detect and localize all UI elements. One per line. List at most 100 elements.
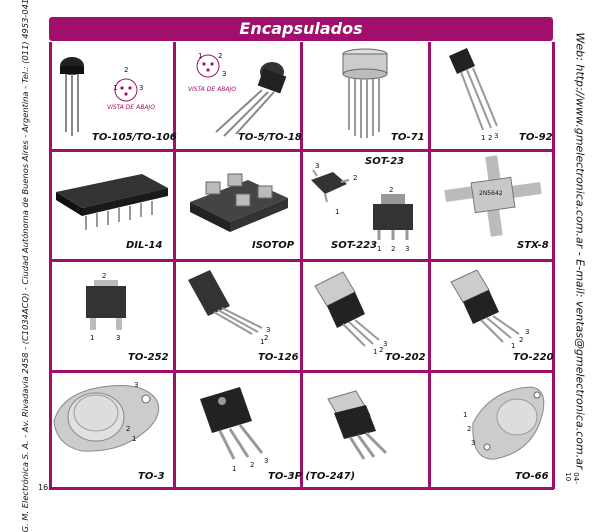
to71-illustration: [342, 48, 388, 138]
package-to5: 1 2 3 VISTA DE ABAJO TO-5/TO-18: [176, 44, 302, 149]
pin-label: 3: [383, 340, 388, 348]
pin-label: 3: [315, 162, 320, 170]
package-label: SOT-23: [365, 156, 405, 167]
to126-illustration: [188, 270, 263, 335]
package-label: TO-92: [519, 132, 553, 143]
pin-label: 3: [405, 245, 410, 253]
grid-line: [49, 370, 554, 373]
to105-illustration: [60, 57, 138, 136]
package-to3: 3 2 1 TO-3: [52, 373, 173, 487]
pin-label: 3: [266, 326, 271, 334]
to92-illustration: [449, 48, 498, 131]
pin-label: 1: [90, 334, 95, 342]
to252-illustration: [86, 280, 126, 330]
pin-label: 1: [198, 52, 203, 60]
pin-label: 1: [113, 84, 118, 92]
package-isotop: ISOTOP: [176, 152, 300, 259]
package-to71: TO-71: [303, 44, 428, 149]
package-to92: 1 2 3 TO-92: [431, 44, 553, 149]
package-dil14: DIL-14: [52, 152, 173, 259]
package-label: TO-105/TO-106: [92, 132, 177, 143]
package-label: TO-71: [391, 132, 425, 143]
pin-label: 1: [373, 348, 378, 356]
pin-label: 2: [389, 186, 394, 194]
grid-line: [49, 487, 554, 490]
to3p-illustration: [200, 387, 388, 460]
to66-illustration: [472, 386, 545, 460]
pin-label: 1: [511, 342, 516, 350]
pin-label: 3: [134, 381, 139, 389]
pin-label: 2: [264, 334, 269, 342]
pin-label: 1: [463, 411, 468, 419]
page-title: Encapsulados: [239, 19, 363, 38]
pin-label: 2: [379, 346, 384, 354]
package-to220: 1 2 3 TO-220: [431, 262, 554, 370]
package-sot23-sot223: SOT-23 3 2 1 2 1 2 3 SOT-223: [303, 152, 428, 259]
package-label: STX-8: [517, 240, 549, 251]
package-label: TO-220: [513, 352, 554, 363]
to3-illustration: [53, 385, 160, 452]
pin-label: 2: [124, 66, 129, 74]
stx8-illustration: [444, 155, 542, 237]
package-to3p: 1 2 3 TO-3P (TO-247): [176, 373, 428, 487]
pin-label: 2: [467, 425, 472, 433]
package-to202: 1 2 3 TO-202: [303, 262, 428, 370]
part-marking: 2N5642: [479, 190, 503, 197]
pin-label: 2: [218, 52, 223, 60]
page-number: 16: [38, 483, 49, 492]
pin-label: 2: [488, 134, 493, 142]
package-label: ISOTOP: [252, 240, 295, 251]
pin-label: 3: [471, 439, 476, 447]
company-contact: Web: http://www.gmelectronica.com.ar - E…: [573, 32, 587, 470]
package-to252: 2 1 3 TO-252: [52, 262, 173, 370]
pin-label: 2: [353, 174, 358, 182]
pin-label: 2: [250, 461, 255, 469]
pin-label: 3: [264, 457, 269, 465]
grid-line: [173, 42, 176, 489]
package-label: TO-66: [515, 471, 549, 482]
pin-label: 3: [222, 70, 227, 78]
package-label: TO-126: [258, 352, 299, 363]
bottom-view-note: VISTA DE ABAJO: [188, 86, 236, 93]
grid-line: [49, 42, 52, 489]
pin-label: 1: [481, 134, 486, 142]
grid-line: [49, 149, 554, 152]
pin-label: 2: [102, 272, 107, 280]
page-title-bar: Encapsulados: [49, 17, 553, 41]
grid-line: [49, 259, 554, 262]
pin-label: 2: [126, 425, 131, 433]
package-label: TO-3: [138, 471, 165, 482]
package-label: TO-202: [385, 352, 426, 363]
pin-label: 3: [494, 132, 499, 140]
pin-label: 3: [139, 84, 144, 92]
isotop-illustration: [190, 173, 288, 232]
package-label: DIL-14: [126, 240, 163, 251]
pin-label: 2: [519, 336, 524, 344]
pin-label: 2: [391, 245, 396, 253]
sot-illustration: [311, 169, 413, 240]
grid-line: [428, 42, 431, 489]
pin-label: 1: [232, 465, 237, 473]
package-stx8: 2N5642 STX-8: [431, 152, 552, 259]
to202-illustration: [314, 271, 380, 347]
to220-illustration: [450, 269, 520, 343]
package-label: SOT-223: [331, 240, 378, 251]
bottom-view-note: VISTA DE ABAJO: [107, 104, 155, 111]
grid-line: [300, 42, 303, 489]
package-label: TO-3P (TO-247): [268, 471, 356, 482]
pin-label: 1: [335, 208, 340, 216]
edition-code: 04-10: [564, 472, 580, 484]
pin-label: 1: [377, 245, 382, 253]
package-to66: 1 2 3 TO-66: [431, 373, 552, 487]
pin-label: 3: [116, 334, 121, 342]
package-to126: 1 2 3 TO-126: [176, 262, 300, 370]
pin-label: 3: [525, 328, 530, 336]
to5-illustration: [196, 54, 287, 137]
package-label: TO-252: [128, 352, 169, 363]
package-label: TO-5/TO-18: [238, 132, 302, 143]
grid-line: [552, 42, 555, 489]
pin-label: 1: [132, 435, 137, 443]
dil14-illustration: [56, 174, 168, 230]
package-to105: 2 1 3 VISTA DE ABAJO TO-105/TO-106: [52, 44, 177, 149]
company-address: G. M. Electrónica S. A. - Av. Rivadavia …: [20, 0, 30, 532]
